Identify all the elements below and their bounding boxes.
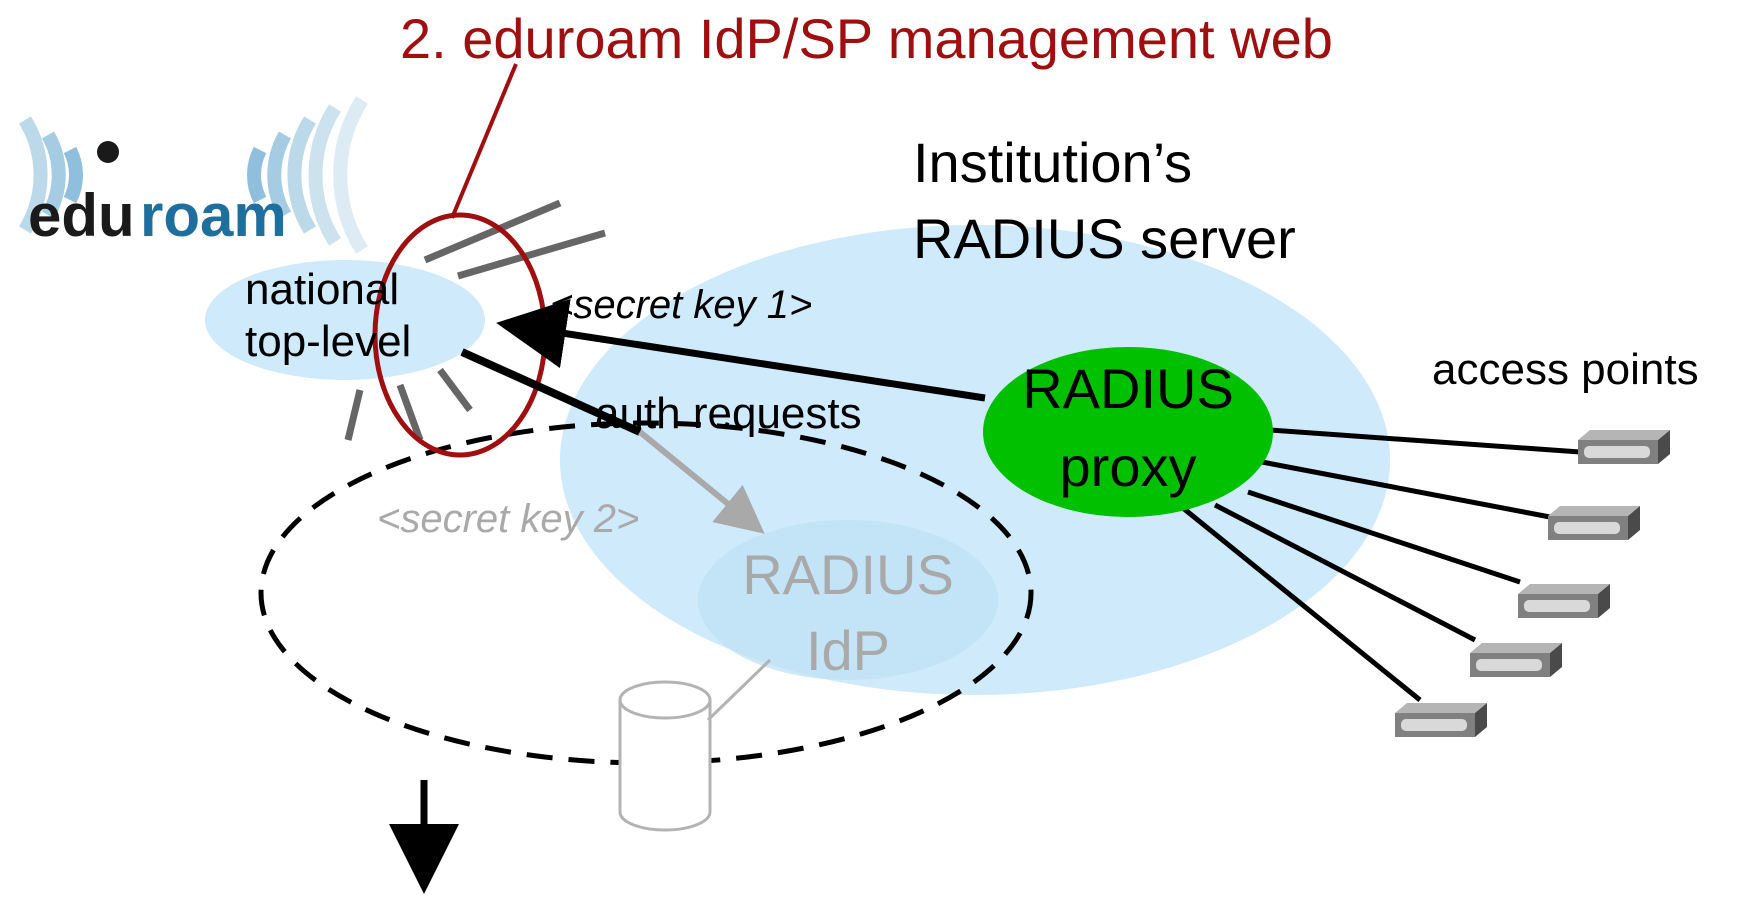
database-icon xyxy=(618,658,772,832)
ap-links xyxy=(1181,427,1581,702)
diagram-title: 2. eduroam IdP/SP management web xyxy=(400,7,1333,70)
wifi-waves-icon xyxy=(18,96,368,254)
national-label-line2: top-level xyxy=(245,317,411,366)
institution-label-line1: Institution’s xyxy=(913,131,1192,194)
idp-region-dashed xyxy=(258,420,1034,766)
idp-label-line1: RADIUS xyxy=(742,543,954,606)
access-point-icon xyxy=(1470,643,1562,677)
access-point-icon xyxy=(1518,584,1610,618)
eduroam-logo: edu roam xyxy=(18,96,368,254)
auth-request-arrow-faded xyxy=(638,429,765,534)
secret-key-1-label: <secret key 1> xyxy=(550,283,812,327)
access-point-icon xyxy=(1548,506,1640,540)
logo-edu-text: edu xyxy=(28,182,135,249)
proxy-node xyxy=(983,347,1273,517)
secret-key-1-arrow xyxy=(496,298,986,402)
logo-roam-text: roam xyxy=(140,182,287,249)
idp-bubble xyxy=(698,520,998,680)
auth-requests-label: auth requests xyxy=(595,389,862,438)
national-bubble xyxy=(205,260,485,380)
logo-dot-icon xyxy=(97,141,119,163)
title-leader-line xyxy=(450,63,518,219)
spoke-lines xyxy=(344,199,606,442)
secret-key-2-label: <secret key 2> xyxy=(377,497,639,541)
access-point-icon xyxy=(1395,703,1487,737)
access-point-devices xyxy=(1395,430,1670,737)
access-points-label: access points xyxy=(1432,345,1699,394)
institution-label-line2: RADIUS server xyxy=(913,207,1296,270)
idp-label-line2: IdP xyxy=(806,619,890,682)
access-point-icon xyxy=(1578,430,1670,464)
proxy-label-line2: proxy xyxy=(1060,435,1197,498)
auth-request-line xyxy=(460,348,642,436)
proxy-label-line1: RADIUS xyxy=(1022,357,1234,420)
national-label-line1: national xyxy=(245,265,399,314)
